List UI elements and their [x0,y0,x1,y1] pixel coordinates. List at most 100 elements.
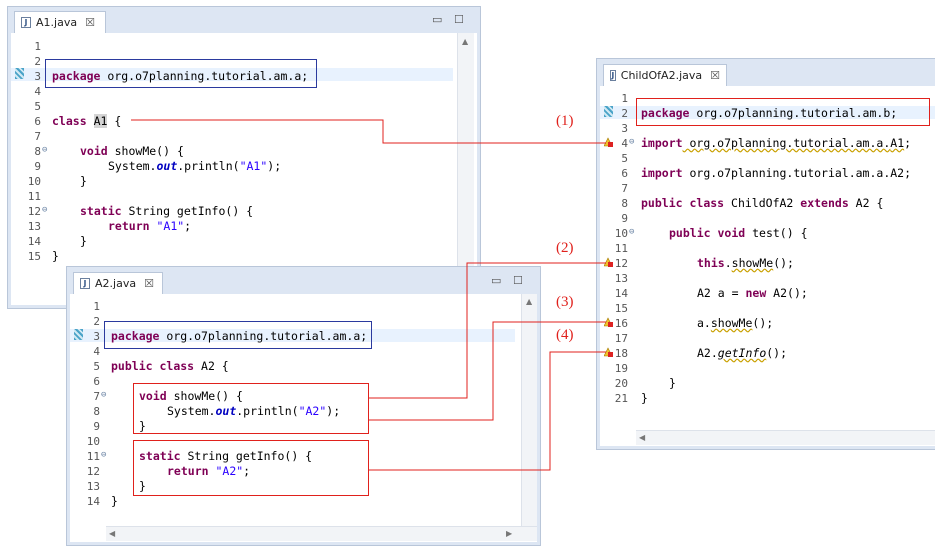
code-line-package: package org.o7planning.tutorial.am.b; [641,106,898,120]
a1-package-box [45,59,317,88]
a1-tab-label: A1.java [36,16,78,29]
code-line-this-showme: this.showMe(); [697,256,794,270]
child-code-editor[interactable]: 1 2 3 4 ⊖ 5 6 7 8 9 10 ⊖ 11 12 13 14 15 … [600,86,935,446]
code-line-println: System.out.println("A1"); [108,159,282,173]
fold-icon[interactable]: ⊖ [101,390,107,400]
current-line-highlight [600,106,935,119]
line-number: 10 [614,227,628,240]
line-number: 7 [34,130,41,143]
fold-icon[interactable]: ⊖ [629,137,635,147]
maximize-button[interactable]: ☐ [454,13,464,26]
occurrence-marker [74,329,83,340]
scroll-up-arrow-icon[interactable]: ▲ [462,37,469,46]
a1-editor-window: J A1.java ☒ ▭ ☐ 1 2 3 4 5 6 7 8 ⊖ 9 10 1… [7,6,481,309]
line-number: 14 [86,495,100,508]
fold-icon[interactable]: ⊖ [629,227,635,237]
scroll-right-arrow-icon[interactable]: ▶ [506,529,513,538]
java-file-icon: J [80,278,90,289]
line-number: 11 [86,450,100,463]
line-number: 9 [93,420,100,433]
horizontal-scrollbar[interactable]: ◀ ▶ [106,526,537,541]
line-number: 12 [27,205,41,218]
line-number: 8 [34,145,41,158]
child-tab-label: ChildOfA2.java [620,69,703,82]
child-editor-window: J ChildOfA2.java ☒ 1 2 3 4 ⊖ 5 6 7 8 9 1… [596,58,935,450]
line-number: 3 [93,330,100,343]
scroll-left-arrow-icon[interactable]: ◀ [639,433,646,442]
fold-icon[interactable]: ⊖ [101,450,107,460]
fold-icon[interactable]: ⊖ [42,205,48,215]
line-number: 15 [614,302,628,315]
callout-1: (1) [556,113,574,129]
vertical-scrollbar[interactable]: ▲ [457,33,474,305]
line-number: 6 [621,167,628,180]
line-number: 13 [86,480,100,493]
child-package-box [636,98,930,126]
horizontal-scrollbar[interactable]: ◀ [636,430,935,445]
close-tab-icon[interactable]: ☒ [85,16,95,29]
a2-package-box [104,321,372,349]
occurrence-marker [15,68,24,79]
scroll-up-arrow-icon[interactable]: ▲ [526,297,533,306]
line-number: 4 [34,85,41,98]
code-line-class: class A1 { [52,114,122,128]
warning-error-icon[interactable] [604,137,613,147]
a2-tab-label: A2.java [95,277,137,290]
line-number: 12 [614,257,628,270]
close-tab-icon[interactable]: ☒ [144,277,154,290]
line-number: 9 [34,160,41,173]
code-line-class: public class A2 { [111,359,229,373]
callout-3: (3) [556,294,574,310]
code-line-close: } [139,419,146,433]
minimize-button[interactable]: ▭ [432,13,443,26]
code-line-close: } [80,234,87,248]
code-line-close: } [80,174,87,188]
a2-tab[interactable]: J A2.java ☒ [73,272,163,294]
code-line-new-a2: A2 a = new A2(); [697,286,808,300]
line-number: 15 [27,250,41,263]
code-line-getinfo: A2.getInfo(); [697,346,788,360]
code-line-close: } [111,494,118,508]
java-file-icon: J [610,70,616,81]
line-number: 21 [614,392,628,405]
child-tab[interactable]: J ChildOfA2.java ☒ [603,64,727,86]
line-number: 7 [93,390,100,403]
code-line-close: } [139,479,146,493]
line-number: 3 [621,122,628,135]
a1-tab[interactable]: J A1.java ☒ [14,11,106,33]
warning-error-icon[interactable] [604,257,613,267]
code-line-test: public void test() { [669,226,808,240]
line-number: 10 [86,435,100,448]
maximize-button[interactable]: ☐ [513,274,523,287]
code-line-getinfo: static String getInfo() { [80,204,254,218]
line-number: 4 [621,137,628,150]
code-line-package: package org.o7planning.tutorial.am.a; [52,69,309,83]
scroll-left-arrow-icon[interactable]: ◀ [109,529,116,538]
current-line-highlight [70,329,515,342]
line-number: 6 [34,115,41,128]
line-number: 13 [614,272,628,285]
connector-1 [131,119,606,144]
line-number: 11 [27,190,41,203]
line-number: 9 [621,212,628,225]
fold-icon[interactable]: ⊖ [42,145,48,155]
a2-code-editor[interactable]: 1 2 3 4 5 6 7 ⊖ 8 9 10 11 ⊖ 12 13 14 pac… [70,294,537,542]
code-line-import-a2: import org.o7planning.tutorial.am.a.A2; [641,166,912,180]
line-number: 3 [34,70,41,83]
code-line-a-showme: a.showMe(); [697,316,774,330]
line-number: 5 [621,152,628,165]
java-file-icon: J [21,17,31,28]
class-name-a1: A1 [93,114,108,128]
code-line-getinfo: static String getInfo() { [139,449,313,463]
code-line-println: System.out.println("A2"); [167,404,341,418]
connector-4 [369,351,606,471]
connector-3 [369,321,606,421]
vertical-scrollbar[interactable]: ▲ [521,294,537,526]
code-line-close: } [669,376,676,390]
code-line-close: } [52,249,59,263]
a1-code-editor[interactable]: 1 2 3 4 5 6 7 8 ⊖ 9 10 11 12 ⊖ 13 14 15 … [11,33,477,305]
line-number: 20 [614,377,628,390]
minimize-button[interactable]: ▭ [491,274,502,287]
close-tab-icon[interactable]: ☒ [710,69,720,82]
